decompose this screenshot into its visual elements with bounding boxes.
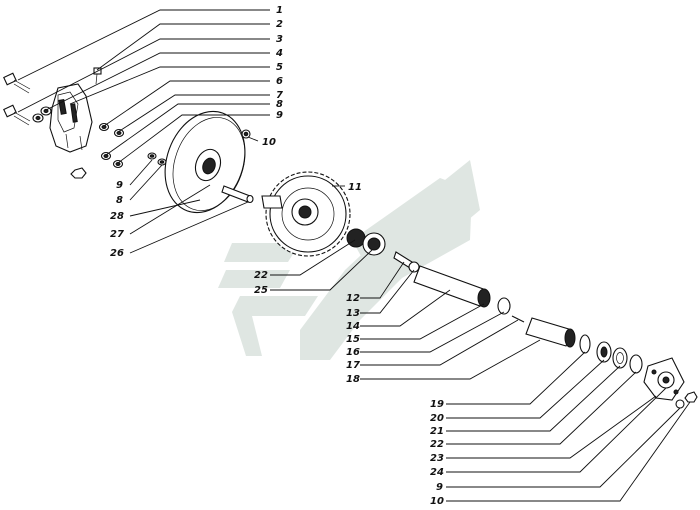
callout-8-upper: 8: [276, 99, 283, 110]
main-shaft: [413, 265, 511, 315]
callout-14: 14: [346, 321, 360, 332]
pin: [221, 185, 254, 204]
washer-d: [112, 159, 124, 169]
callout-25: 25: [254, 285, 268, 296]
nut-lower: [70, 167, 87, 179]
callout-3: 3: [276, 34, 283, 45]
callout-16: 16: [346, 347, 360, 358]
callout-5: 5: [276, 62, 283, 73]
washer-right: [675, 399, 685, 409]
callout-9-left: 9: [116, 180, 123, 191]
callout-10-right: 10: [430, 496, 444, 507]
callout-6: 6: [276, 76, 283, 87]
callout-24: 24: [430, 467, 444, 478]
callout-11: 11: [348, 182, 362, 193]
washer-f: [157, 158, 167, 166]
callout-7: 7: [276, 90, 283, 101]
washer-b: [113, 128, 125, 138]
callout-28: 28: [110, 211, 124, 222]
sprocket: [261, 171, 351, 257]
bracket: [49, 83, 93, 153]
bolt-top-left: [3, 72, 31, 94]
callout-26: 26: [110, 248, 124, 259]
washer-a: [98, 122, 110, 132]
callout-1: 1: [276, 5, 283, 16]
ring-19: [579, 334, 591, 354]
callout-20: 20: [430, 413, 444, 424]
tube: [525, 317, 576, 348]
callout-18: 18: [346, 374, 360, 385]
callout-22-right: 22: [430, 439, 444, 450]
ring-22: [629, 354, 643, 374]
leader-lines: [17, 9, 691, 502]
stud: [393, 251, 420, 273]
callout-22-left: 22: [254, 270, 268, 281]
bolt-bottom-left: [3, 104, 31, 126]
callout-9-upper: 9: [276, 110, 283, 121]
callout-4: 4: [275, 48, 283, 59]
nut-right: [684, 391, 698, 403]
small-bolt: [93, 67, 102, 85]
end-cap: [643, 357, 685, 401]
watermark-logo: [218, 160, 480, 360]
washer-c: [100, 151, 112, 161]
callout-2: 2: [276, 19, 283, 30]
ring-20: [596, 341, 612, 363]
callout-15: 15: [346, 334, 360, 345]
callout-13: 13: [346, 308, 360, 319]
nut-left-1: [32, 113, 44, 123]
callout-8-left: 8: [116, 195, 123, 206]
small-pin: [511, 315, 525, 323]
callout-10-upper: 10: [262, 137, 276, 148]
callout-17: 17: [346, 360, 360, 371]
small-washer-top: [241, 129, 251, 139]
callout-12: 12: [346, 293, 360, 304]
callout-9-right: 9: [436, 482, 443, 493]
ring-21: [612, 347, 628, 369]
callout-27: 27: [110, 229, 124, 240]
callout-19: 19: [430, 399, 444, 410]
callout-23: 23: [430, 453, 444, 464]
callout-labels: 1 2 3 4 5 6 7 8 9 10 11 9 8 28 27 26 22 …: [110, 5, 444, 507]
callout-21: 21: [430, 426, 444, 437]
washer-e: [147, 152, 157, 160]
large-disc: [164, 110, 246, 214]
